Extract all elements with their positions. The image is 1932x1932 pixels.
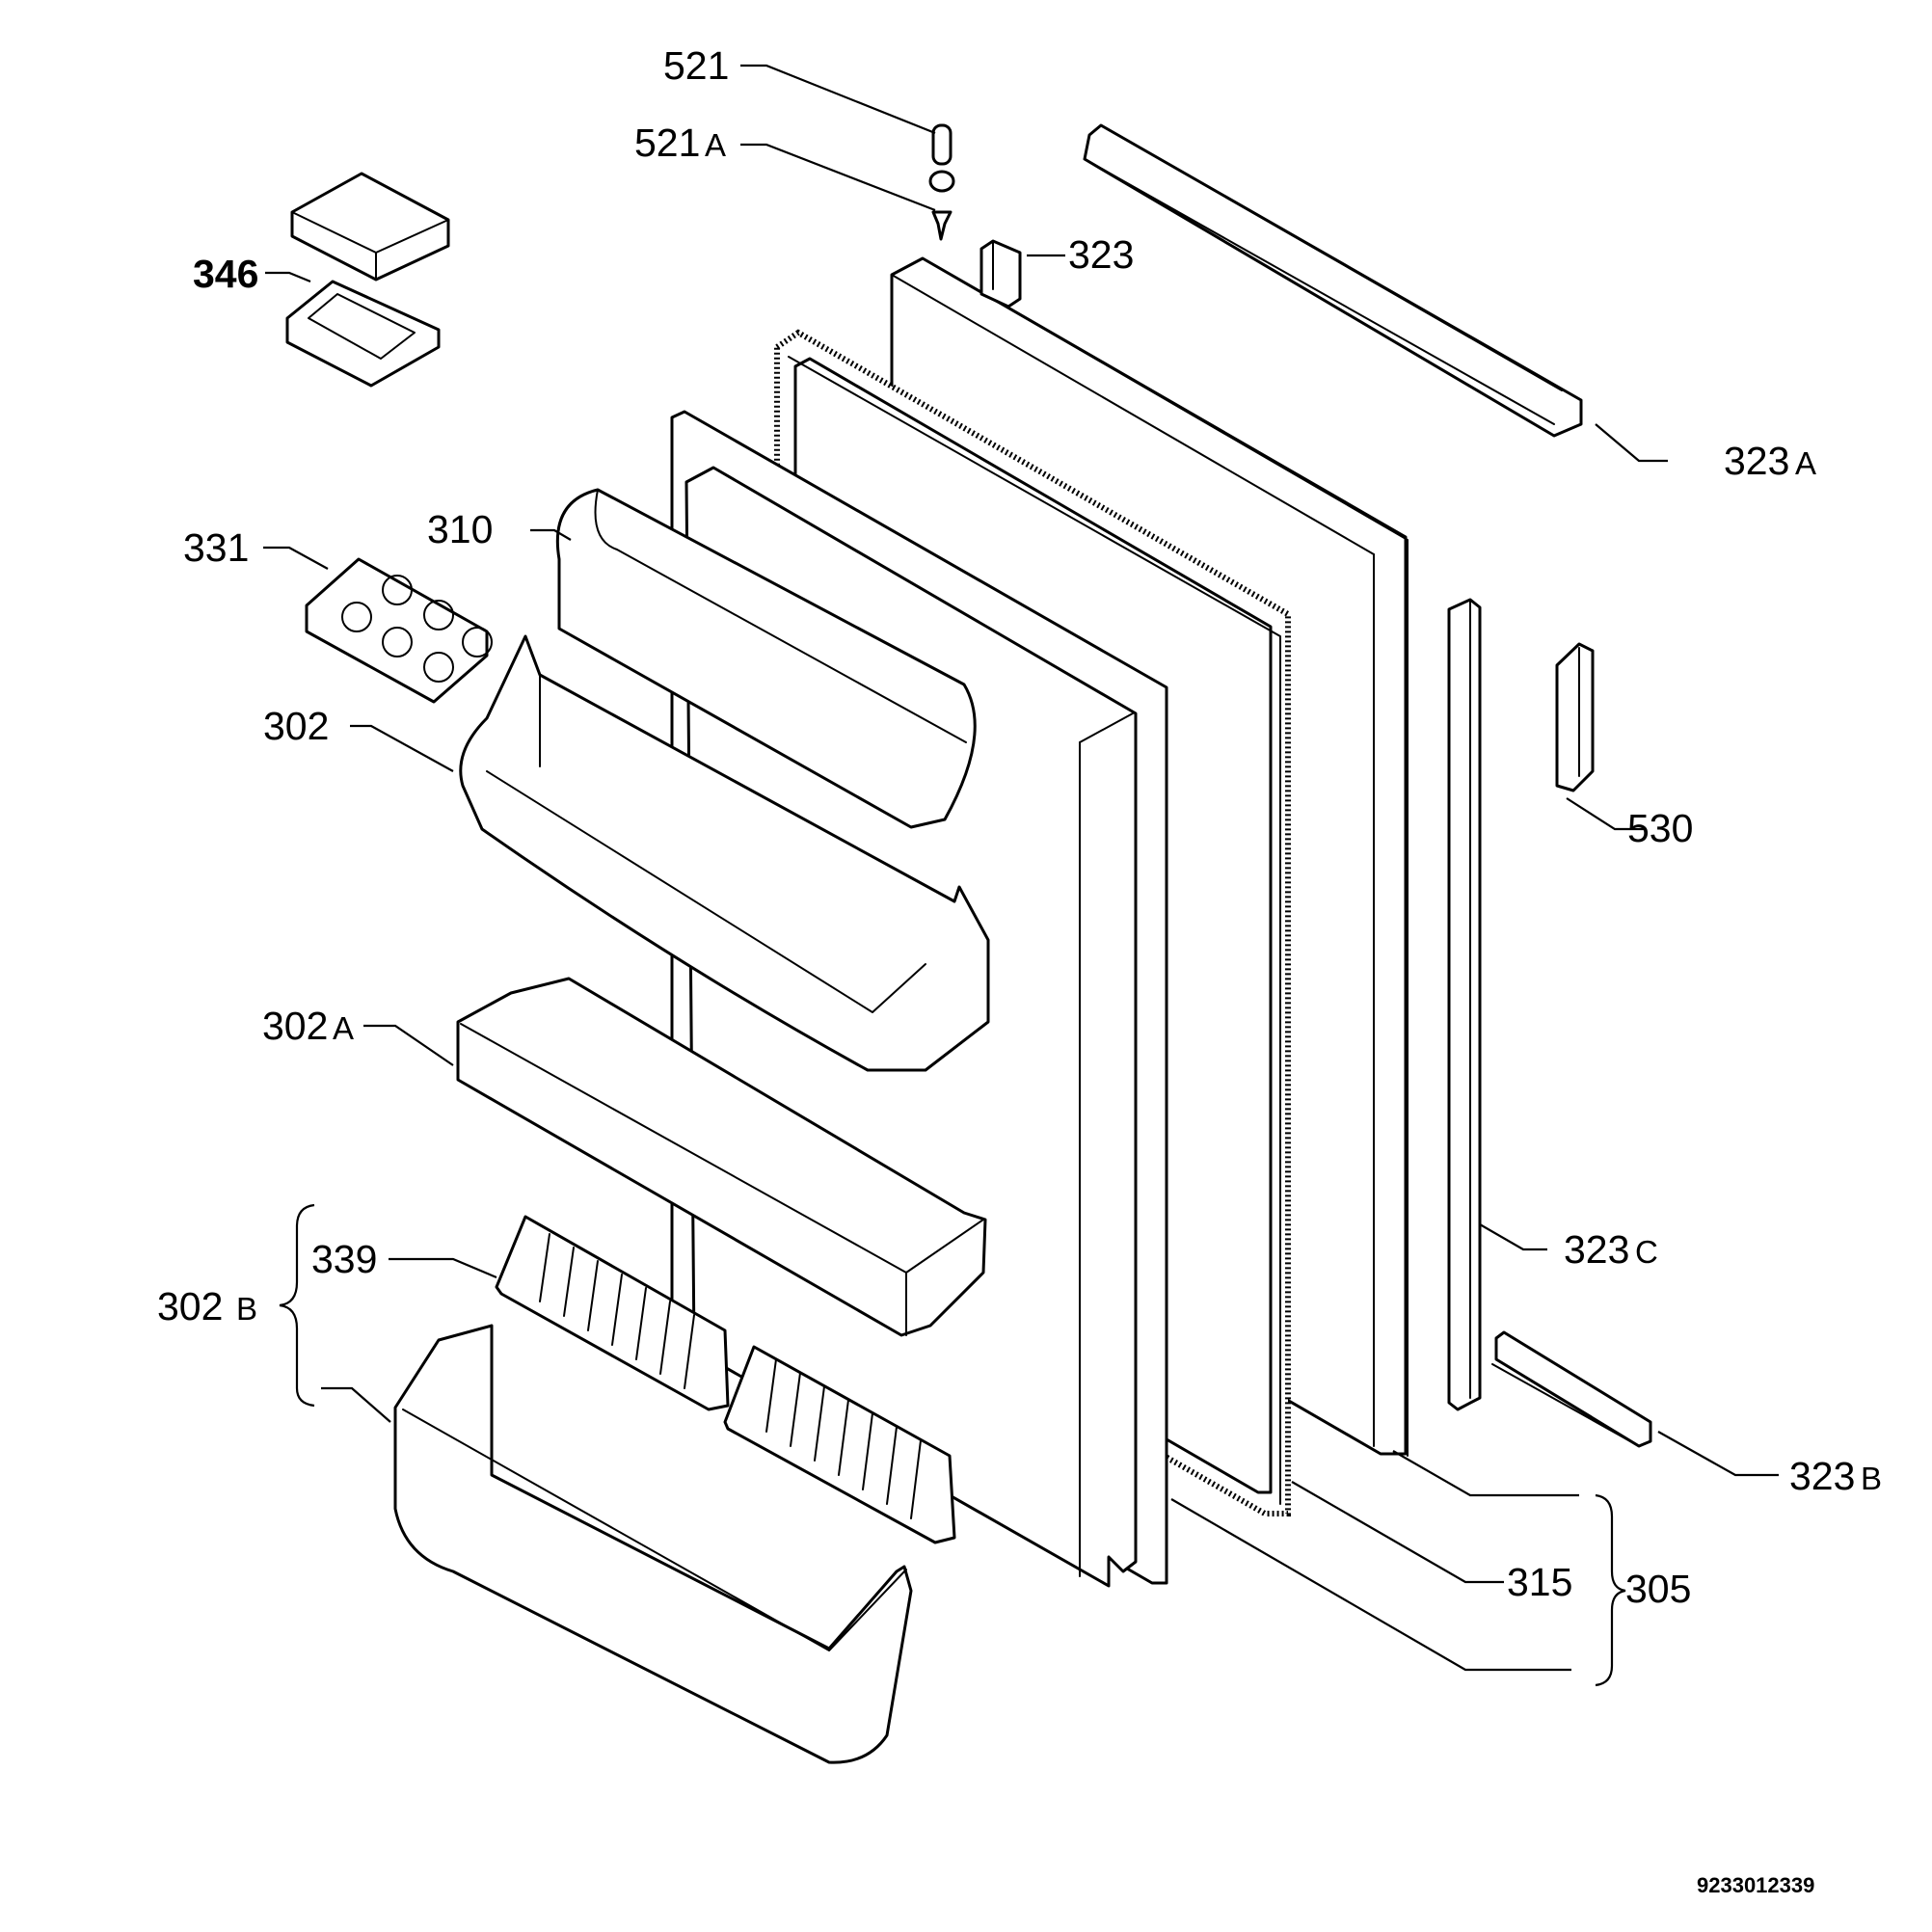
label-331: 331 bbox=[183, 525, 249, 570]
label-323b-number: 323 bbox=[1789, 1454, 1855, 1498]
part-323-bracket bbox=[979, 239, 1022, 309]
label-323a-number: 323 bbox=[1724, 439, 1789, 483]
label-323a: 323 A bbox=[1724, 439, 1816, 483]
label-302b: 302 B bbox=[157, 1284, 257, 1328]
label-339: 339 bbox=[311, 1237, 377, 1281]
part-521a-screw bbox=[931, 210, 953, 241]
label-521a-number: 521 bbox=[634, 121, 700, 165]
reference-number: 9233012339 bbox=[1697, 1873, 1814, 1897]
label-521: 521 bbox=[663, 43, 729, 88]
label-302: 302 bbox=[263, 704, 329, 748]
part-530-hinge-plate bbox=[1555, 642, 1595, 792]
part-323c-side-trim bbox=[1447, 598, 1482, 1411]
part-521-hinge-pin bbox=[928, 123, 955, 193]
label-323b: 323 B bbox=[1789, 1454, 1882, 1498]
brace-302b bbox=[279, 1203, 315, 1408]
label-302a-number: 302 bbox=[262, 1004, 328, 1048]
label-302a-suffix: A bbox=[333, 1010, 354, 1046]
part-302b-bottom-bin bbox=[393, 1324, 913, 1764]
brace-305 bbox=[1595, 1493, 1626, 1687]
label-302a: 302 A bbox=[262, 1004, 354, 1048]
part-323a-top-trim bbox=[1083, 123, 1583, 438]
part-331-egg-tray bbox=[305, 557, 493, 704]
part-323b-bottom-trim bbox=[1491, 1330, 1652, 1448]
label-323c-suffix: C bbox=[1635, 1234, 1658, 1270]
label-346: 346 bbox=[193, 252, 258, 296]
part-302-door-shelf bbox=[459, 634, 990, 1072]
label-323c-number: 323 bbox=[1564, 1227, 1629, 1272]
label-323a-suffix: A bbox=[1795, 445, 1816, 481]
part-339-bottle-retainer-2 bbox=[723, 1345, 956, 1544]
label-323: 323 bbox=[1068, 232, 1134, 277]
label-305: 305 bbox=[1625, 1567, 1691, 1611]
part-339-bottle-retainer-1 bbox=[495, 1215, 730, 1411]
label-302b-suffix: B bbox=[236, 1291, 257, 1327]
label-323b-suffix: B bbox=[1861, 1461, 1882, 1496]
label-315: 315 bbox=[1507, 1560, 1572, 1604]
part-346-butter-box bbox=[285, 172, 450, 388]
label-310: 310 bbox=[427, 507, 493, 551]
leader-lines bbox=[263, 64, 1779, 1672]
label-323c: 323 C bbox=[1564, 1227, 1658, 1272]
label-530: 530 bbox=[1627, 806, 1693, 850]
part-310-dairy-flap bbox=[555, 488, 977, 829]
label-521a-suffix: A bbox=[705, 127, 726, 163]
part-302a-bottle-shelf bbox=[456, 977, 987, 1337]
label-302b-number: 302 bbox=[157, 1284, 223, 1328]
label-521a: 521 A bbox=[634, 121, 726, 165]
